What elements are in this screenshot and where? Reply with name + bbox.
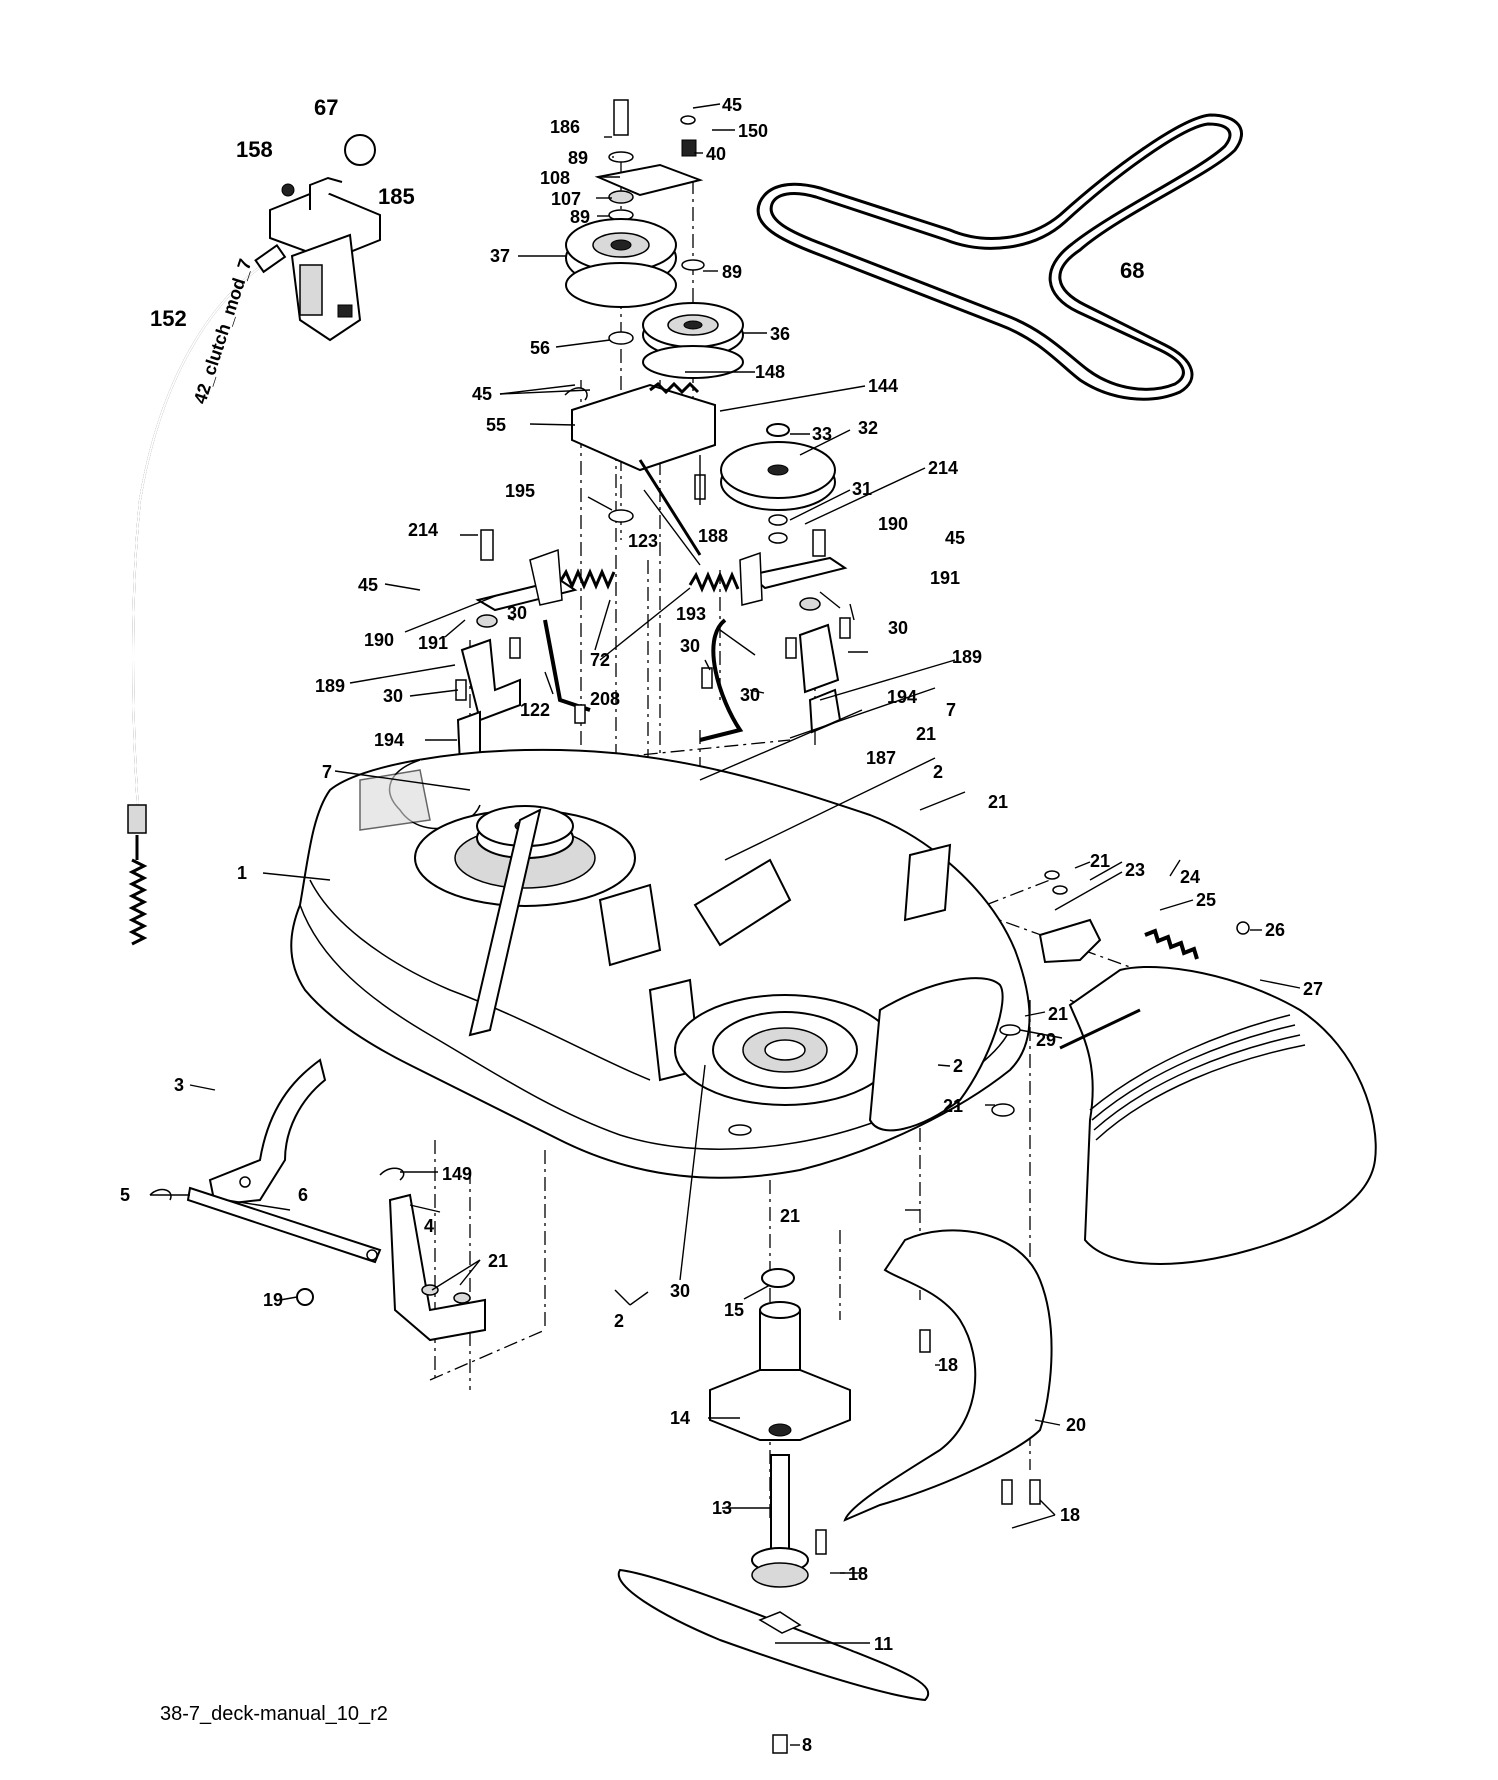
callout-30-c: 30 xyxy=(680,636,700,656)
callout-21-e: 21 xyxy=(943,1096,963,1116)
spindle-and-blade xyxy=(617,1268,929,1754)
callout-68: 68 xyxy=(1120,258,1144,283)
callout-45-top: 45 xyxy=(722,95,742,115)
callout-15: 15 xyxy=(724,1300,744,1320)
callout-186: 186 xyxy=(550,117,580,137)
callout-152: 152 xyxy=(150,306,187,331)
callout-29: 29 xyxy=(1036,1030,1056,1050)
callout-18-b: 18 xyxy=(1060,1505,1080,1525)
callout-21-c: 21 xyxy=(1090,851,1110,871)
callout-18-a: 18 xyxy=(938,1355,958,1375)
callout-190-a: 190 xyxy=(364,630,394,650)
callout-149: 149 xyxy=(442,1164,472,1184)
callout-33: 33 xyxy=(812,424,832,444)
drive-belt xyxy=(756,113,1243,401)
callout-21-f: 21 xyxy=(780,1206,800,1226)
callout-18-c: 18 xyxy=(848,1564,868,1584)
callout-194-b: 194 xyxy=(887,687,917,707)
callout-45-b: 45 xyxy=(472,384,492,404)
callout-21-a: 21 xyxy=(916,724,936,744)
callout-7-a: 7 xyxy=(322,762,332,782)
callout-25: 25 xyxy=(1196,890,1216,910)
callout-27: 27 xyxy=(1303,979,1323,999)
callout-208: 208 xyxy=(590,689,620,709)
callout-26: 26 xyxy=(1265,920,1285,940)
callout-1: 1 xyxy=(237,863,247,883)
callout-7-b: 7 xyxy=(946,700,956,720)
callout-108: 108 xyxy=(540,168,570,188)
callout-23: 23 xyxy=(1125,860,1145,880)
callout-13: 13 xyxy=(712,1498,732,1518)
callout-195: 195 xyxy=(505,481,535,501)
callout-72: 72 xyxy=(590,650,610,670)
deck-linkage xyxy=(149,1058,486,1342)
callout-30-d: 30 xyxy=(383,686,403,706)
cable-spring xyxy=(128,858,148,946)
callout-89-a: 89 xyxy=(568,148,588,168)
drive-pulley xyxy=(720,423,836,544)
callout-2-c: 2 xyxy=(614,1311,624,1331)
callout-37: 37 xyxy=(490,246,510,266)
callout-30-a: 30 xyxy=(507,603,527,623)
callout-148: 148 xyxy=(755,362,785,382)
callout-45-c: 45 xyxy=(945,528,965,548)
idler-pulley-stack xyxy=(564,99,744,523)
callout-leaders xyxy=(150,103,1301,1746)
callout-55: 55 xyxy=(486,415,506,435)
callout-194-a: 194 xyxy=(374,730,404,750)
callout-150: 150 xyxy=(738,121,768,141)
callout-36: 36 xyxy=(770,324,790,344)
callout-3: 3 xyxy=(174,1075,184,1095)
callout-14: 14 xyxy=(670,1408,690,1428)
callout-2-b: 2 xyxy=(953,1056,963,1076)
callout-193: 193 xyxy=(676,604,706,624)
callout-21-d: 21 xyxy=(1048,1004,1068,1024)
callout-4: 4 xyxy=(424,1216,434,1236)
knob-ball xyxy=(344,134,376,166)
callout-190-b: 190 xyxy=(878,514,908,534)
callout-191-a: 191 xyxy=(418,633,448,653)
callout-24: 24 xyxy=(1180,867,1200,887)
callout-30-f: 30 xyxy=(670,1281,690,1301)
mower-deck xyxy=(290,748,1031,1179)
tension-springs-and-arms xyxy=(475,459,848,742)
callout-89-b: 89 xyxy=(570,207,590,227)
callout-30-b: 30 xyxy=(888,618,908,638)
callout-187: 187 xyxy=(866,748,896,768)
callout-5: 5 xyxy=(120,1185,130,1205)
callout-188: 188 xyxy=(698,526,728,546)
callout-20: 20 xyxy=(1066,1415,1086,1435)
callout-56: 56 xyxy=(530,338,550,358)
callout-30-e: 30 xyxy=(740,685,760,705)
drawing-caption: 38-7_deck-manual_10_r2 xyxy=(160,1703,388,1725)
callout-123: 123 xyxy=(628,531,658,551)
callout-189-a: 189 xyxy=(315,676,345,696)
callout-19: 19 xyxy=(263,1290,283,1310)
callout-158: 158 xyxy=(236,137,273,162)
callout-21-g: 21 xyxy=(488,1251,508,1271)
discharge-assembly xyxy=(815,870,1377,1555)
callout-107: 107 xyxy=(551,189,581,209)
callout-185: 185 xyxy=(378,184,415,209)
callout-11: 11 xyxy=(874,1634,893,1654)
callout-32: 32 xyxy=(858,418,878,438)
callout-214-a: 214 xyxy=(408,520,438,540)
callout-89-c: 89 xyxy=(722,262,742,282)
callout-6: 6 xyxy=(298,1185,308,1205)
callout-8: 8 xyxy=(802,1735,812,1755)
callout-2-a: 2 xyxy=(933,762,943,782)
callout-122: 122 xyxy=(520,700,550,720)
callout-144: 144 xyxy=(868,376,898,396)
callout-191-b: 191 xyxy=(930,568,960,588)
callout-labels: 67 158 185 152 186 45 150 89 40 108 107 … xyxy=(120,95,1323,1755)
callout-40: 40 xyxy=(706,144,726,164)
callout-67: 67 xyxy=(314,95,338,120)
callout-45-d: 45 xyxy=(358,575,378,595)
callout-21-b: 21 xyxy=(988,792,1008,812)
callout-31: 31 xyxy=(852,479,872,499)
callout-214-b: 214 xyxy=(928,458,958,478)
callout-189-b: 189 xyxy=(952,647,982,667)
